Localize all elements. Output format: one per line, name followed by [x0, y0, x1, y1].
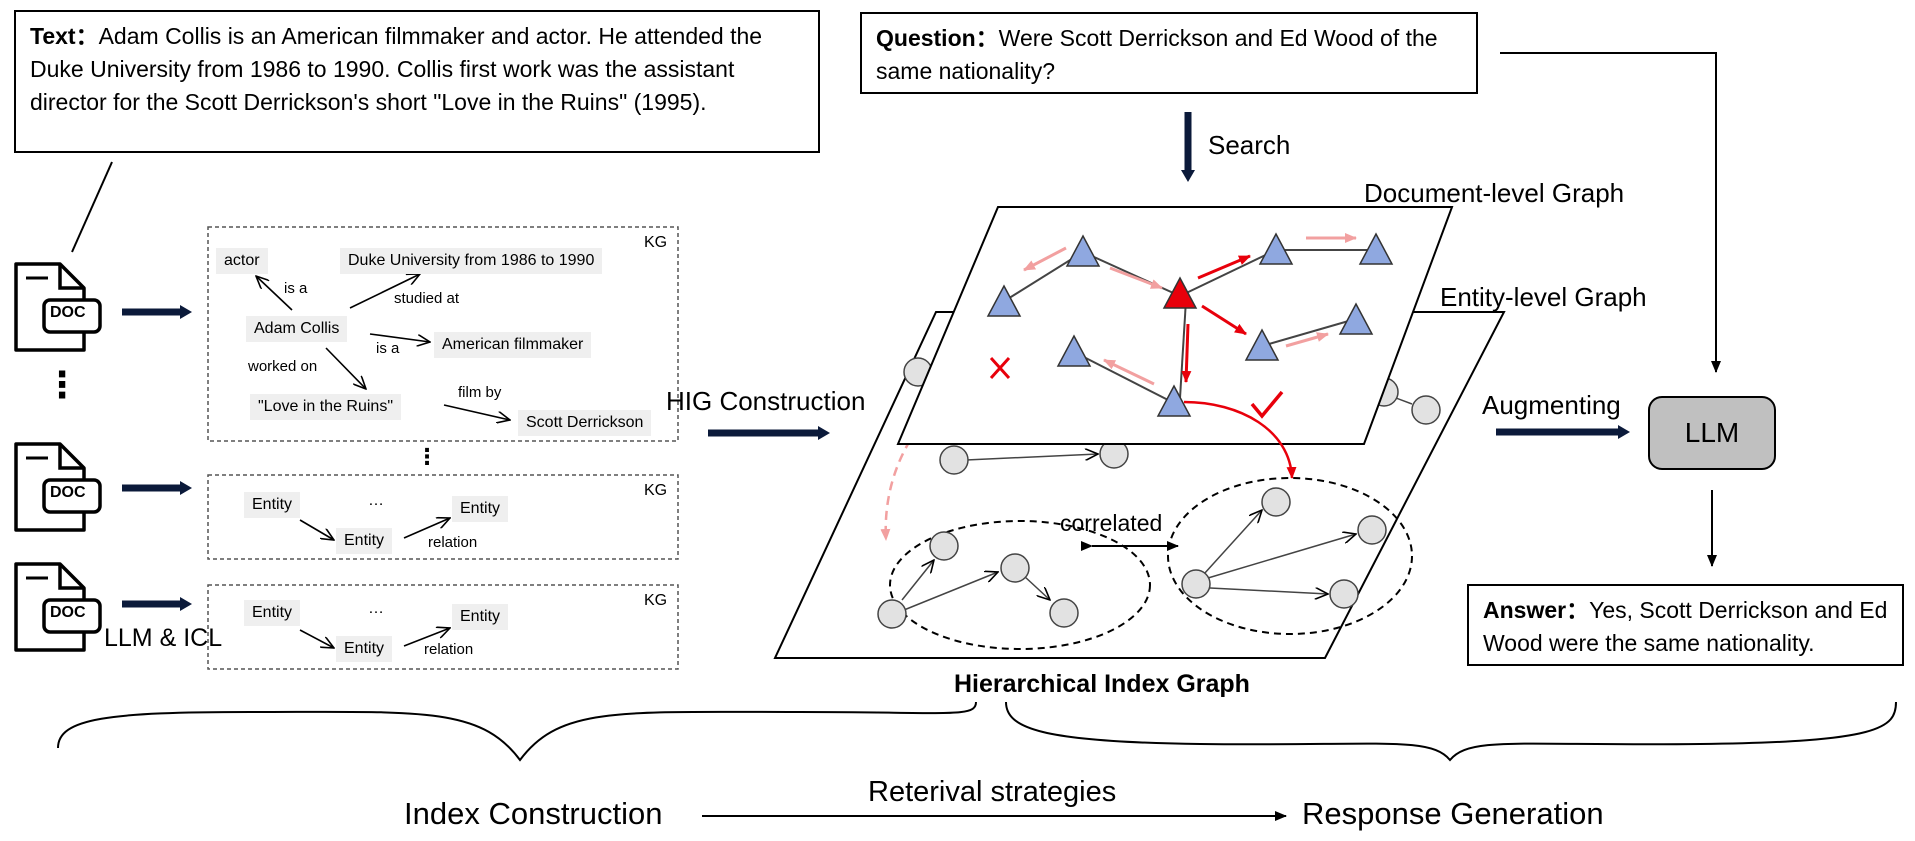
hig-construction-label: HIG Construction — [666, 386, 866, 416]
doc-graph-pale-arrows — [1023, 233, 1357, 386]
text-label: Text： — [30, 23, 99, 49]
kg-node-scott: Scott Derrickson — [518, 410, 652, 436]
brace-right — [1005, 701, 1897, 762]
kg-vdots: ⋮ — [416, 444, 438, 469]
kg-rel-is-a-2: is a — [376, 340, 400, 357]
kg-rel-is-a-1: is a — [284, 280, 308, 297]
answer-label: Answer： — [1483, 597, 1590, 623]
kg3-entity-c: Entity — [452, 604, 509, 630]
kg-rel-film-by: film by — [458, 384, 502, 401]
document-level-graph-label: Document-level Graph — [1364, 178, 1625, 208]
selected-document-triangle — [1162, 276, 1198, 309]
question-label: Question： — [876, 25, 999, 51]
search-label: Search — [1208, 130, 1291, 160]
question-to-llm-arrow — [1500, 52, 1721, 373]
doc-icon-2 — [14, 442, 102, 532]
doc-icon-label-3: DOC — [50, 604, 86, 621]
text-content: Adam Collis is an American filmmaker and… — [30, 23, 763, 115]
kg2-relation: relation — [428, 534, 478, 551]
kg1-edges — [256, 274, 510, 420]
doc-ellipsis: ⋮ — [44, 364, 80, 405]
entity-cluster-right — [1167, 477, 1413, 635]
entity-cluster-right-edges — [1203, 510, 1356, 594]
kg-node-love: "Love in the Ruins" — [250, 394, 401, 420]
selected-path-arc — [1183, 400, 1297, 479]
kg2-entity-a: Entity — [244, 492, 301, 518]
doc-to-kg-arrows — [122, 305, 192, 611]
question-box: Question：Were Scott Derrickson and Ed Wo… — [860, 12, 1478, 94]
entity-cluster-left-edges — [901, 560, 1050, 611]
kg-rel-studied-at: studied at — [394, 290, 460, 307]
source-text-box: Text：Adam Collis is an American filmmake… — [14, 10, 820, 153]
kg3-dots: … — [368, 600, 384, 617]
kg-tag-1: KG — [644, 234, 668, 251]
llm-label: LLM — [1684, 417, 1740, 448]
reject-x-icon — [989, 356, 1011, 380]
llm-box: LLM — [1648, 396, 1776, 470]
kg3-entity-a: Entity — [244, 600, 301, 626]
kg-box-2 — [207, 474, 679, 560]
doc-icon-3 — [14, 562, 102, 652]
kg2-dots: … — [368, 492, 384, 509]
augmenting-label: Augmenting — [1482, 390, 1621, 420]
kg3-entity-b: Entity — [336, 636, 393, 662]
retrieval-strategies-label: Reterival strategies — [868, 776, 1117, 808]
hig-title: Hierarchical Index Graph — [954, 670, 1250, 698]
text-connector-line — [71, 161, 113, 253]
kg-box-1 — [207, 226, 679, 442]
kg2-entity-c: Entity — [452, 496, 509, 522]
kg-node-american: American filmmaker — [434, 332, 592, 358]
kg-tag-3: KG — [644, 592, 668, 609]
kg2-entity-b: Entity — [336, 528, 393, 554]
kg-node-actor: actor — [216, 248, 268, 274]
kg2-edges — [299, 518, 450, 540]
kg-node-adam: Adam Collis — [246, 316, 348, 342]
brace-left — [57, 701, 977, 762]
entity-level-graph-label: Entity-level Graph — [1440, 282, 1647, 312]
doc-graph-triangles — [986, 232, 1394, 417]
answer-box: Answer：Yes, Scott Derrickson and Ed Wood… — [1467, 584, 1904, 666]
kg3-relation: relation — [424, 641, 474, 658]
accept-check-icon — [1250, 390, 1284, 419]
kg-rel-worked-on: worked on — [248, 358, 318, 375]
entity-cluster-nodes — [877, 487, 1387, 629]
kg3-edges — [299, 628, 450, 648]
response-generation-label: Response Generation — [1302, 796, 1604, 831]
document-level-plane — [896, 206, 1454, 445]
kg-box-3 — [207, 584, 679, 670]
doc-graph-red-arrows — [1181, 254, 1251, 383]
answer-content: Yes, Scott Derrickson and Ed Wood were t… — [1483, 597, 1888, 656]
question-content: Were Scott Derrickson and Ed Wood of the… — [876, 25, 1438, 84]
doc-icon-label-2: DOC — [50, 484, 86, 501]
kg-node-duke: Duke University from 1986 to 1990 — [340, 248, 603, 274]
llm-icl-label: LLM & ICL — [104, 624, 223, 652]
index-construction-label: Index Construction — [404, 796, 663, 831]
entity-cluster-left — [889, 520, 1151, 650]
doc-graph-edges — [1005, 249, 1376, 403]
kg-tag-2: KG — [644, 482, 668, 499]
doc-icon-label-1: DOC — [50, 304, 86, 321]
correlated-label: correlated — [1060, 510, 1163, 536]
doc-icon-1 — [14, 262, 102, 352]
